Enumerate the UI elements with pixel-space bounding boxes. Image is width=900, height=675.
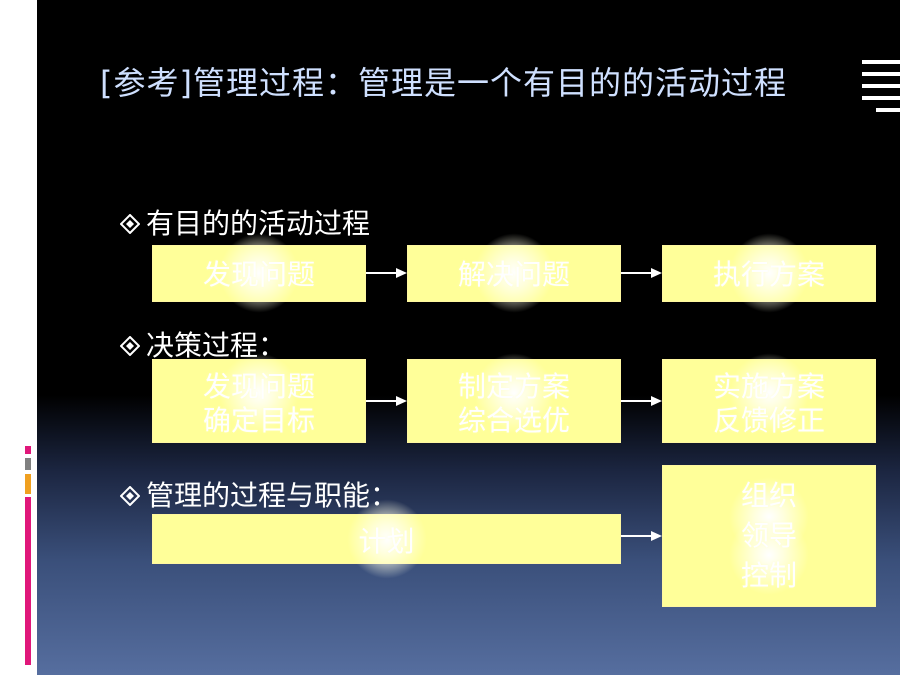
- accent-stripe-orange: [25, 474, 31, 494]
- right-arrow-icon: [621, 268, 662, 278]
- accent-stripe-gray: [25, 458, 31, 470]
- right-arrow-icon: [621, 531, 662, 541]
- flow-box: 实施方案 反馈修正: [662, 353, 876, 443]
- flow-box-functions: 组织 领导 控制: [662, 465, 876, 607]
- diamond-bullet-icon: [120, 214, 140, 234]
- section-heading-label: 有目的的活动过程: [146, 207, 371, 240]
- section-heading-functions: 管理的过程与职能：: [120, 478, 398, 514]
- flow-box: 制定方案 综合选优: [407, 353, 621, 443]
- section-heading-label: 管理的过程与职能：: [146, 479, 399, 512]
- flow-box: 解决问题: [407, 233, 621, 313]
- flow-box-line: 发现问题: [202, 370, 315, 403]
- slide-left-margin: [0, 0, 37, 675]
- accent-stripe-magenta: [25, 446, 31, 454]
- flow-box: 发现问题 确定目标: [152, 353, 366, 443]
- flow-box-line: 反馈修正: [712, 404, 825, 437]
- decor-bar: [876, 108, 900, 112]
- flow-box-label: 计划: [358, 525, 415, 558]
- flow-box-line: 控制: [740, 559, 797, 592]
- flow-box-line: 综合选优: [457, 404, 570, 437]
- right-arrow-icon: [366, 268, 407, 278]
- diamond-bullet-icon: [120, 486, 140, 506]
- section-heading-purposeful: 有目的的活动过程: [120, 206, 370, 242]
- section-heading-label: 决策过程：: [146, 329, 287, 362]
- diamond-bullet-icon: [120, 336, 140, 356]
- flow-box-label: 发现问题: [202, 258, 315, 291]
- flow-box-line: 制定方案: [457, 370, 570, 403]
- decor-bar: [862, 60, 900, 64]
- right-arrow-icon: [621, 396, 662, 406]
- flow-box: 发现问题: [152, 233, 366, 313]
- flow-box-line: 领导: [740, 519, 797, 552]
- decor-bar: [862, 72, 900, 76]
- flow-box-plan: 计划: [152, 499, 621, 579]
- flow-box-line: 实施方案: [712, 370, 825, 403]
- flow-box-label: 执行方案: [712, 258, 825, 291]
- flow-box-line: 确定目标: [202, 404, 315, 437]
- flow-box-line: 组织: [740, 479, 797, 512]
- flow-box-label: 解决问题: [457, 258, 570, 291]
- slide-title: [参考]管理过程：管理是一个有目的的活动过程: [100, 64, 787, 102]
- accent-stripe-magenta-long: [25, 497, 31, 665]
- right-arrow-icon: [366, 396, 407, 406]
- decor-bar: [862, 84, 900, 88]
- decor-bar: [862, 96, 900, 100]
- flow-box: 执行方案: [662, 233, 876, 313]
